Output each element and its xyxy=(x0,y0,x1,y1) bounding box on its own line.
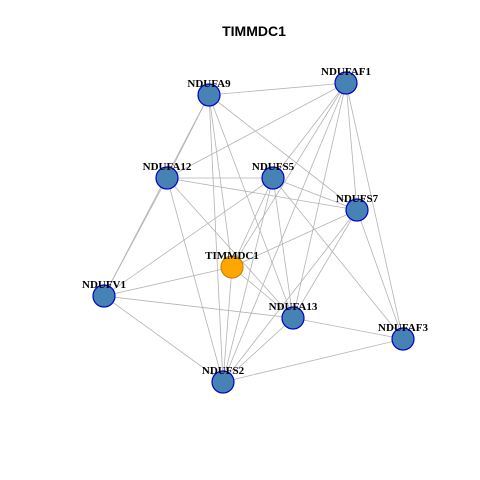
edge-ndufs7-ndufs2 xyxy=(222,209,358,383)
edge-ndufv1-ndufa13 xyxy=(103,295,294,319)
edge-ndufaf1-ndufs7 xyxy=(345,82,358,211)
edge-ndufaf1-ndufaf3 xyxy=(345,82,404,340)
edge-ndufa12-ndufs7 xyxy=(166,177,358,211)
edge-ndufaf1-ndufs2 xyxy=(222,82,347,383)
edge-ndufs7-ndufaf3 xyxy=(356,209,404,340)
edge-ndufs5-ndufa13 xyxy=(272,177,294,319)
edge-ndufa12-ndufs2 xyxy=(166,177,224,383)
edge-ndufa9-timmdc1 xyxy=(208,94,233,268)
node-ndufaf1 xyxy=(334,71,358,95)
node-label-timmdc1: TIMMDC1 xyxy=(205,250,259,262)
node-label-ndufv1: NDUFV1 xyxy=(82,279,126,291)
node-ndufv1 xyxy=(92,284,116,308)
edge-ndufa12-ndufv1 xyxy=(103,177,168,297)
node-label-ndufs5: NDUFS5 xyxy=(252,161,295,173)
edge-ndufaf1-timmdc1 xyxy=(231,82,347,268)
edge-ndufs7-ndufa13 xyxy=(292,209,358,319)
node-label-ndufaf1: NDUFAF1 xyxy=(321,66,371,78)
node-ndufa12 xyxy=(155,166,179,190)
node-label-ndufaf3: NDUFAF3 xyxy=(378,322,428,334)
edge-ndufs7-timmdc1 xyxy=(231,209,358,268)
node-label-ndufa12: NDUFA12 xyxy=(143,161,192,173)
edge-ndufs5-timmdc1 xyxy=(231,177,274,268)
edge-ndufv1-ndufs2 xyxy=(103,295,224,383)
node-label-ndufa13: NDUFA13 xyxy=(269,301,318,313)
node-label-ndufs7: NDUFS7 xyxy=(336,193,379,205)
node-ndufa9 xyxy=(197,83,221,107)
edge-ndufs5-ndufaf3 xyxy=(272,177,404,340)
node-ndufs5 xyxy=(261,166,285,190)
edge-timmdc1-ndufs2 xyxy=(222,266,233,383)
node-ndufa13 xyxy=(281,306,305,330)
node-ndufs7 xyxy=(345,198,369,222)
edge-ndufs5-ndufv1 xyxy=(103,177,274,297)
node-label-ndufa9: NDUFA9 xyxy=(187,78,231,90)
edge-ndufa9-ndufs2 xyxy=(208,94,224,383)
node-label-ndufs2: NDUFS2 xyxy=(202,365,245,377)
node-ndufaf3 xyxy=(391,327,415,351)
edge-ndufa13-ndufaf3 xyxy=(292,317,404,340)
plot-title: TIMMDC1 xyxy=(222,23,286,39)
edge-ndufa9-ndufs7 xyxy=(208,94,358,211)
edge-ndufaf3-ndufs2 xyxy=(222,338,404,383)
edge-timmdc1-ndufa13 xyxy=(231,266,294,319)
edges-layer xyxy=(103,82,404,383)
edge-ndufs5-ndufs7 xyxy=(272,177,358,211)
node-timmdc1 xyxy=(220,255,244,279)
edge-ndufa9-ndufa13 xyxy=(208,94,294,319)
edge-ndufa12-ndufa13 xyxy=(166,177,294,319)
edge-ndufv1-timmdc1 xyxy=(103,266,233,297)
edge-ndufa9-ndufaf1 xyxy=(208,82,347,96)
node-ndufs2 xyxy=(211,370,235,394)
edge-ndufaf1-ndufa13 xyxy=(292,82,347,319)
edge-ndufaf1-ndufa12 xyxy=(166,82,347,179)
edge-ndufa13-ndufs2 xyxy=(222,317,294,383)
edge-ndufaf1-ndufs5 xyxy=(272,82,347,179)
nodes-layer xyxy=(92,71,415,394)
